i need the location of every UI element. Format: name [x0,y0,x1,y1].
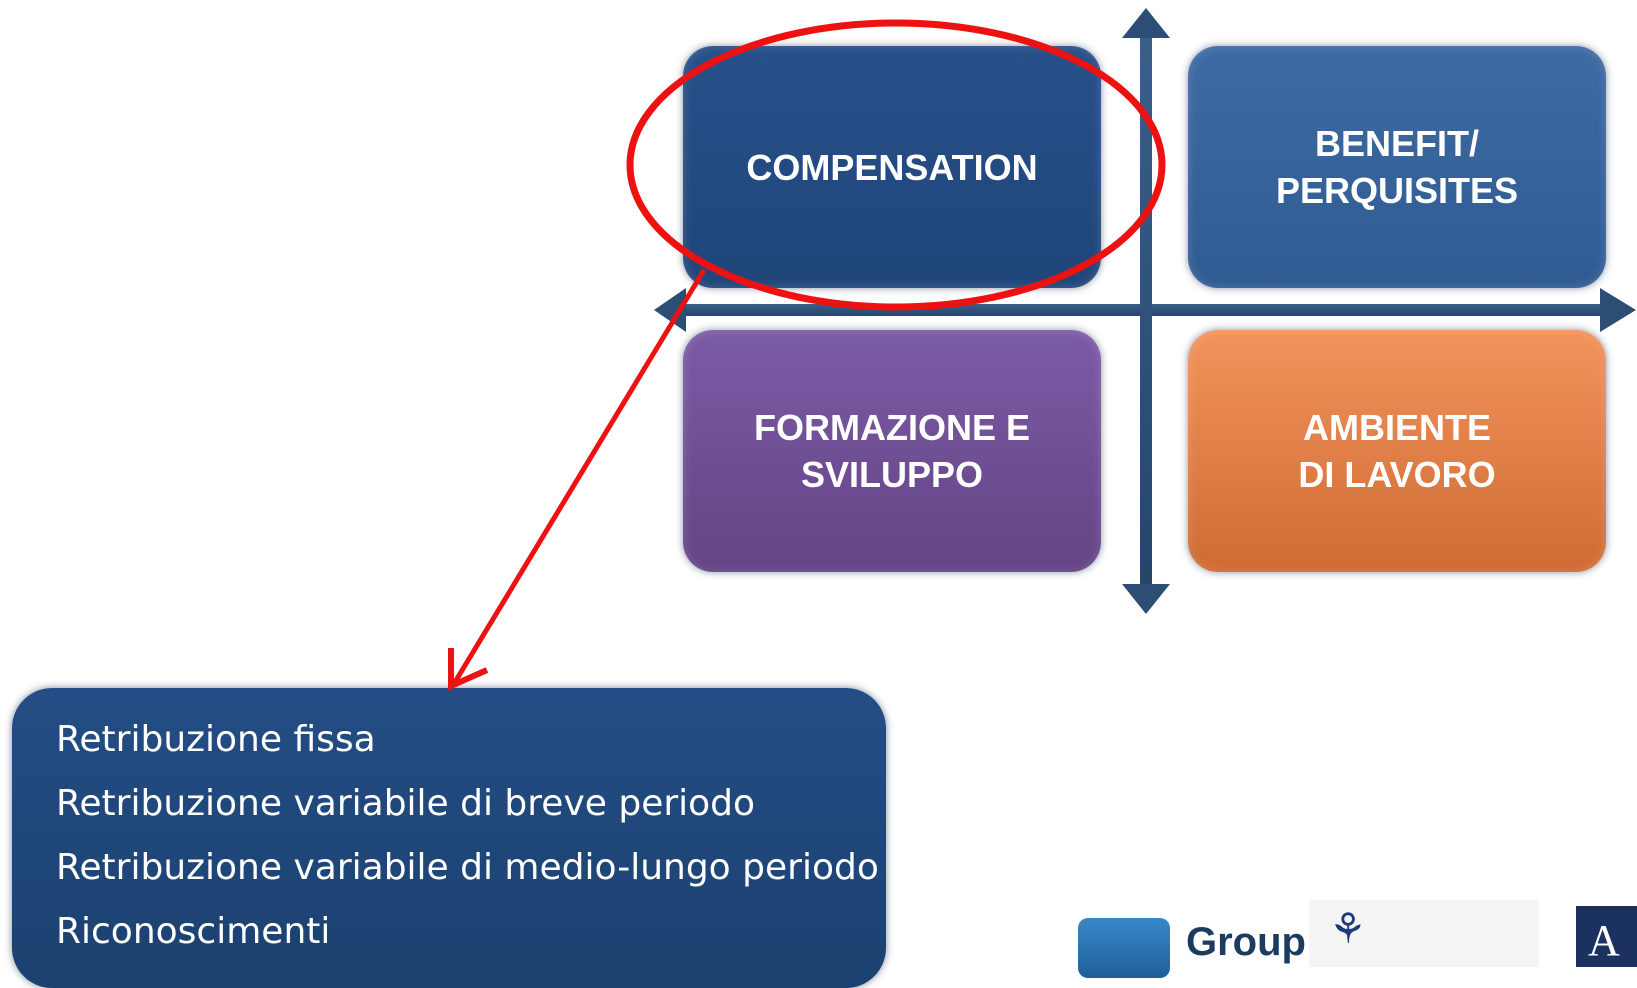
shell-emblem-icon: ⚘ [1329,905,1367,952]
compensation-detail-list: Retribuzione fissa Retribuzione variabil… [12,688,886,964]
footer-logos: Group ⚘ A [1078,900,1637,978]
confindustria-logo: ⚘ [1309,900,1539,967]
detail-item-riconoscimenti: Riconoscimenti [56,911,331,952]
detail-item-retribuzione-fissa: Retribuzione fissa [56,719,376,760]
quadrant-formazione-sviluppo: FORMAZIONE E SVILUPPO [683,330,1101,572]
quadrant-benefit-perquisites: BENEFIT/ PERQUISITES [1188,46,1606,288]
gi-group-logo-text: Group [1186,920,1306,964]
quadrant-compensation: COMPENSATION [683,46,1101,288]
right-logo: A [1576,906,1637,967]
detail-item-variabile-medio-lungo: Retribuzione variabile di medio-lungo pe… [56,847,879,888]
gi-group-logo-icon [1078,918,1170,978]
compensation-detail-box: Retribuzione fissa Retribuzione variabil… [12,688,886,988]
detail-item-variabile-breve: Retribuzione variabile di breve periodo [56,783,756,824]
quadrant-ambiente-di-lavoro: AMBIENTE DI LAVORO [1188,330,1606,572]
